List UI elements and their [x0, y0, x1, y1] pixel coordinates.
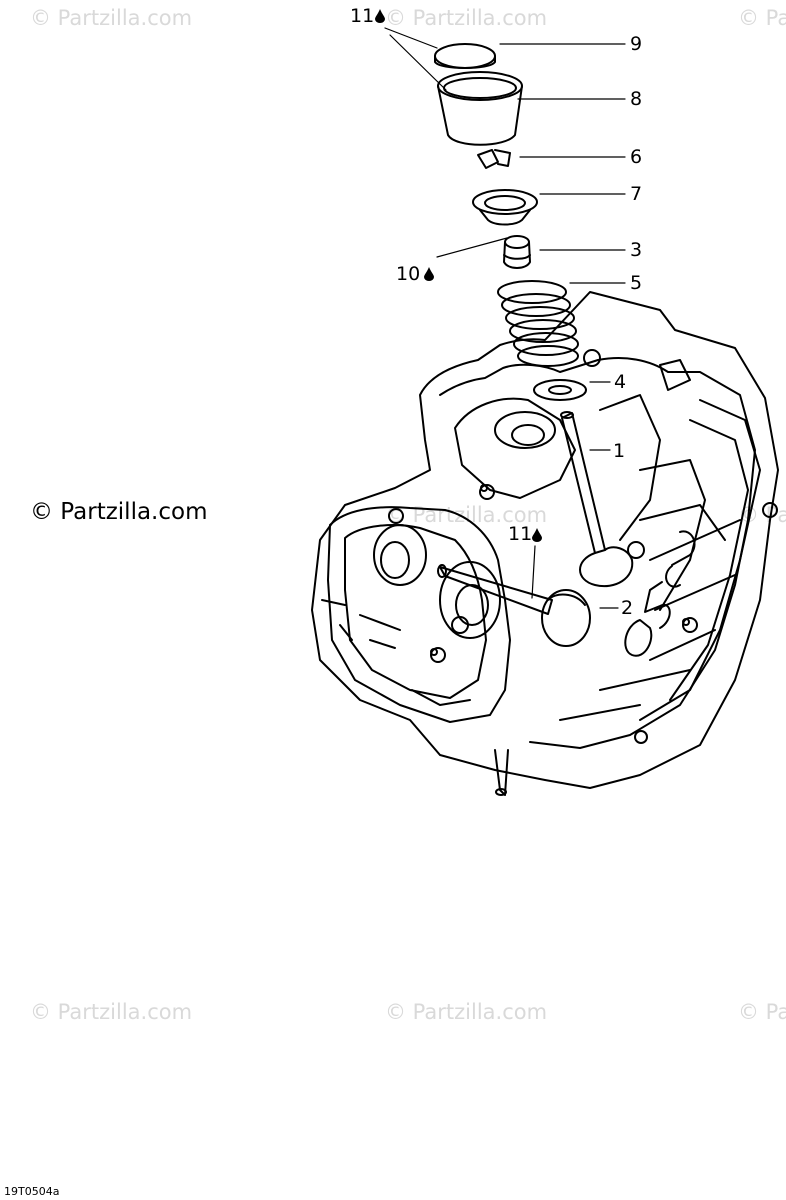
- callout-4: 4: [614, 371, 627, 393]
- watermark: © Pa: [738, 503, 786, 527]
- watermark: © Partzilla.com: [385, 503, 548, 527]
- watermark: © Pa: [738, 1000, 786, 1024]
- callout-9: 9: [630, 33, 643, 55]
- watermark: © Partzilla.com: [385, 1000, 548, 1024]
- part-1-valve: [560, 411, 634, 588]
- drop-icon: [532, 528, 542, 542]
- watermark: © Partzilla.com: [30, 6, 193, 30]
- watermark: © Partzilla.com: [385, 6, 548, 30]
- leader-lines: [384, 27, 626, 609]
- part-7-retainer: [472, 189, 538, 226]
- cylinder-head: [311, 291, 779, 796]
- diagram-code: 19T0504a: [4, 1185, 60, 1198]
- part-3-stem-seal: [503, 235, 531, 269]
- callout-2: 2: [621, 597, 634, 619]
- part-6-keepers: [477, 149, 511, 169]
- drop-icon: [424, 267, 434, 281]
- callout-6: 6: [630, 146, 643, 168]
- callout-1: 1: [613, 440, 626, 462]
- part-8-tappet: [437, 71, 523, 146]
- callout-11-top: 11: [350, 5, 375, 27]
- watermark-main: © Partzilla.com: [30, 499, 208, 525]
- callout-3: 3: [630, 239, 643, 261]
- part-4-washer: [533, 379, 587, 401]
- drop-icon: [375, 9, 385, 23]
- part-2-valve: [437, 564, 591, 647]
- callout-8: 8: [630, 88, 643, 110]
- callout-11-mid: 11: [508, 523, 533, 545]
- callout-5: 5: [630, 272, 643, 294]
- callout-10: 10: [396, 263, 421, 285]
- watermark: © Partzilla.com: [30, 1000, 193, 1024]
- part-9-shim: [434, 43, 496, 69]
- callout-7: 7: [630, 183, 643, 205]
- watermark: © Pa: [738, 6, 786, 30]
- part-5-spring: [497, 280, 579, 367]
